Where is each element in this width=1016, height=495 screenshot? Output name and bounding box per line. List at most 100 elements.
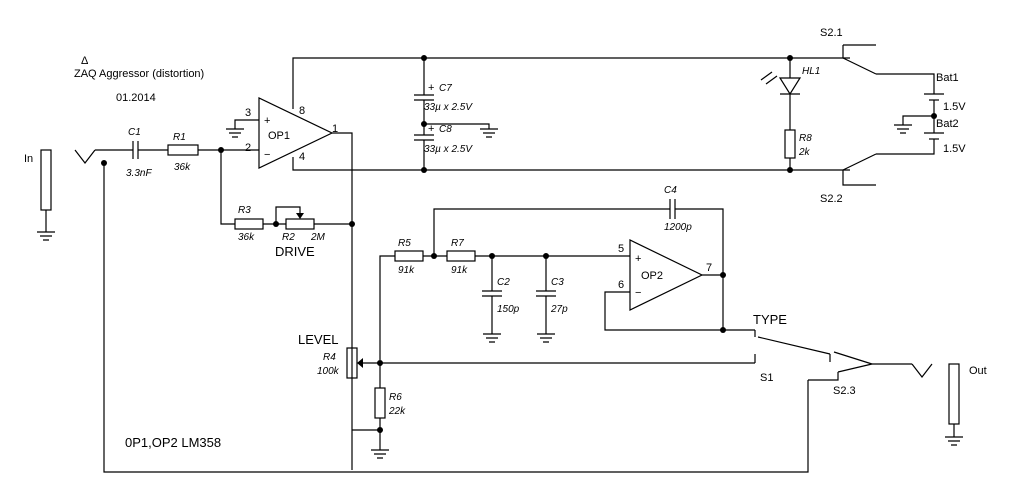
level-label: LEVEL [298,332,338,347]
c7-value: 33µ x 2.5V [424,102,473,113]
r7-value: 91k [451,265,468,276]
drive-label: DRIVE [275,244,315,259]
op1-amplifier [258,97,334,169]
r2-value: 2M [310,232,326,243]
c2-capacitor [482,290,502,297]
op2-pin6: 6 [618,279,624,291]
r4-ref: R4 [323,352,336,363]
c3-capacitor [536,290,556,297]
c1-value: 3.3nF [126,168,152,179]
junction [377,427,383,433]
input-label: In [24,153,33,165]
input-ground-symbol [37,231,55,241]
wire-bypass [103,163,809,473]
c1-capacitor [132,141,139,159]
s22-label: S2.2 [820,193,843,205]
c4-capacitor [669,199,676,219]
wire-vplus [292,57,850,109]
wire-vminus [292,157,850,171]
hl1-ref: HL1 [802,66,820,77]
c4-ref: C4 [664,185,677,196]
r2-ref: R2 [282,232,295,243]
r1-ref: R1 [173,132,186,143]
op2-minus: − [635,287,641,299]
output-label: Out [969,365,987,377]
op1-ref: OP1 [268,130,290,142]
op2-ref: OP2 [641,270,663,282]
c7-ref: C7 [439,83,452,94]
c8-capacitor [414,134,434,141]
c3-ref: C3 [551,277,564,288]
wire-op1-out [332,132,353,470]
c2-ref: C2 [497,277,510,288]
output-arrow [911,363,933,378]
s1-switch [754,330,831,363]
r3-value: 36k [238,232,255,243]
r2-drive-pot [285,218,315,230]
wire-r4-r5 [379,255,395,360]
r6-value: 22k [388,406,406,417]
r4-value: 100k [317,366,340,377]
r8-ref: R8 [799,133,812,144]
r6-ref: R6 [389,392,402,403]
r5-value: 91k [398,265,415,276]
ground-symbol [483,333,501,343]
hl1-led [778,77,802,96]
c3-value: 27p [550,304,568,315]
s21-switch [842,44,877,75]
ground-symbol [226,128,244,138]
circuit-title: ZAQ Aggressor (distortion) [74,68,204,80]
c8-value: 33µ x 2.5V [424,144,473,155]
r7-ref: R7 [451,238,464,249]
opamp-note: 0P1,OP2 LM358 [125,435,221,450]
r8-value: 2k [798,147,811,158]
r3-ref: R3 [238,205,251,216]
r5-resistor [394,250,424,262]
junction [787,167,793,173]
bat2-ref: Bat2 [936,118,959,130]
wire-bat-ground [902,115,934,125]
c7-capacitor [414,94,434,101]
r5-ref: R5 [398,238,411,249]
op1-pin8: 8 [299,105,305,117]
r4-wiper-arrow [357,358,363,368]
s23-switch [808,351,873,381]
r2-wiper-arrow [296,213,304,219]
bat1-ref: Bat1 [936,72,959,84]
op1-pin1: 1 [332,123,338,135]
wire-c4-left [433,208,670,256]
led-light-icon [760,71,778,85]
ground-symbol [480,128,498,138]
op1-pin3: 3 [245,107,251,119]
op2-plus: + [635,253,641,265]
c4-value: 1200p [664,222,692,233]
ground-symbol [537,333,555,343]
op1-pin4: 4 [299,151,305,163]
junction [349,221,355,227]
r8-resistor [784,129,796,159]
c8-ref: C8 [439,124,452,135]
wire-bat1 [876,73,935,94]
s22-switch [842,153,877,186]
ground-symbol [371,449,389,459]
output-ground-symbol [945,436,963,446]
s1-label: S1 [760,372,773,384]
r6-resistor [374,387,386,419]
op1-plus: + [264,115,270,127]
input-jack [40,149,52,211]
op2-pin7: 7 [706,262,712,274]
c8-plus: + [428,123,434,135]
bat1-value: 1.5V [943,101,966,113]
c7-plus: + [428,82,434,94]
wire-fb [220,150,235,225]
delta-mark: Δ [81,55,89,67]
op2-amplifier [629,239,704,311]
wire-c4-right [675,208,724,330]
input-arrow [74,149,96,164]
r3-resistor [234,218,264,230]
op2-pin5: 5 [618,243,624,255]
r2-wiper [275,206,301,224]
r7-resistor [446,250,476,262]
s23-label: S2.3 [833,385,856,397]
